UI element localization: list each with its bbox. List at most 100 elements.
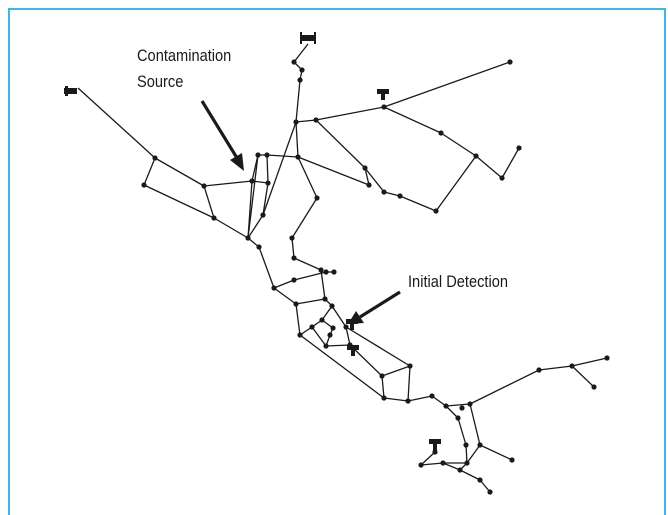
pipe-link xyxy=(442,462,461,471)
pipe-link xyxy=(143,157,156,186)
junction-node xyxy=(407,363,413,369)
pipe-link xyxy=(247,214,264,239)
junction-node xyxy=(487,489,493,495)
pipe-link xyxy=(320,269,326,300)
pipe-link xyxy=(295,121,299,158)
junction-node xyxy=(455,415,461,421)
pipe-link xyxy=(479,444,513,461)
junction-node xyxy=(473,153,479,159)
junction-node xyxy=(295,154,301,160)
pipe-link xyxy=(479,479,491,493)
junction-node xyxy=(299,67,305,73)
pipe-link xyxy=(258,246,275,289)
pipe-link xyxy=(293,257,322,271)
pipe-link xyxy=(571,365,595,388)
junction-node xyxy=(271,285,277,291)
pipe-link xyxy=(247,154,259,239)
junction-node xyxy=(264,152,270,158)
pipe-link xyxy=(321,305,333,321)
junction-node xyxy=(297,332,303,338)
junction-node xyxy=(604,355,610,361)
pipe-link xyxy=(457,417,467,446)
junction-node xyxy=(330,325,336,331)
pipe-link xyxy=(469,369,540,405)
pipe-link xyxy=(295,298,326,305)
pipe-link xyxy=(154,157,205,187)
pipe-link xyxy=(445,405,459,419)
pipe-link xyxy=(297,156,318,199)
source-arrow-icon xyxy=(200,100,244,171)
pipe-link xyxy=(381,365,411,377)
junction-node xyxy=(432,449,438,455)
junction-node xyxy=(418,462,424,468)
junction-node xyxy=(569,363,575,369)
junction-node xyxy=(255,152,261,158)
pipe-link xyxy=(420,462,444,466)
pipe-link xyxy=(315,119,366,169)
pipe-link xyxy=(203,180,253,187)
junction-node xyxy=(438,130,444,136)
pipe-link xyxy=(293,43,309,63)
junction-node xyxy=(260,212,266,218)
junction-node xyxy=(211,215,217,221)
junction-node xyxy=(249,178,255,184)
junction-node xyxy=(443,403,449,409)
detection-arrow-icon xyxy=(348,290,401,324)
junction-node xyxy=(429,393,435,399)
pipe-link xyxy=(143,184,215,219)
pipe-link xyxy=(315,106,385,121)
junction-node xyxy=(463,442,469,448)
junction-node xyxy=(381,395,387,401)
pipe-link xyxy=(465,444,468,464)
junction-node xyxy=(381,189,387,195)
pipe-link xyxy=(325,344,351,347)
pipe-link xyxy=(475,155,503,179)
junction-node xyxy=(379,373,385,379)
pipe-link xyxy=(295,119,317,123)
pipe-link xyxy=(299,334,385,399)
junction-node xyxy=(265,180,271,186)
junction-node xyxy=(319,317,325,323)
contamination-source-label-line2: Source xyxy=(137,72,184,91)
pipe-link xyxy=(538,365,573,371)
junction-node xyxy=(297,77,303,83)
junction-node xyxy=(291,277,297,283)
junction-node xyxy=(477,442,483,448)
pump-icon xyxy=(429,439,441,450)
junction-node xyxy=(366,182,372,188)
junction-node xyxy=(323,269,329,275)
junction-node xyxy=(201,183,207,189)
pipe-link xyxy=(445,403,471,407)
junction-node xyxy=(343,324,349,330)
pipe-link xyxy=(266,154,269,184)
junction-node xyxy=(362,165,368,171)
junction-node xyxy=(331,269,337,275)
junction-node xyxy=(397,193,403,199)
junction-node xyxy=(291,255,297,261)
pipe-link xyxy=(383,397,409,402)
pipe-link xyxy=(466,444,481,464)
pipe-link xyxy=(77,87,156,159)
junction-node xyxy=(477,477,483,483)
junction-node xyxy=(459,405,465,411)
junction-node xyxy=(329,303,335,309)
pipe-link xyxy=(262,121,297,216)
junction-node xyxy=(440,460,446,466)
pipe-link xyxy=(345,326,411,367)
pipe-link xyxy=(420,451,436,466)
pipe-link xyxy=(291,237,295,259)
junction-node xyxy=(457,467,463,473)
pipe-link xyxy=(383,191,401,197)
contamination-source-label: Contamination xyxy=(137,46,232,65)
pipe-link xyxy=(399,195,437,212)
junction-node xyxy=(293,301,299,307)
junction-node xyxy=(536,367,542,373)
junction-node xyxy=(405,398,411,404)
pipe-link xyxy=(431,395,447,407)
junction-node xyxy=(318,267,324,273)
junction-node xyxy=(509,457,515,463)
pipe-link xyxy=(291,197,318,239)
junction-node xyxy=(516,145,522,151)
junction-node xyxy=(467,401,473,407)
